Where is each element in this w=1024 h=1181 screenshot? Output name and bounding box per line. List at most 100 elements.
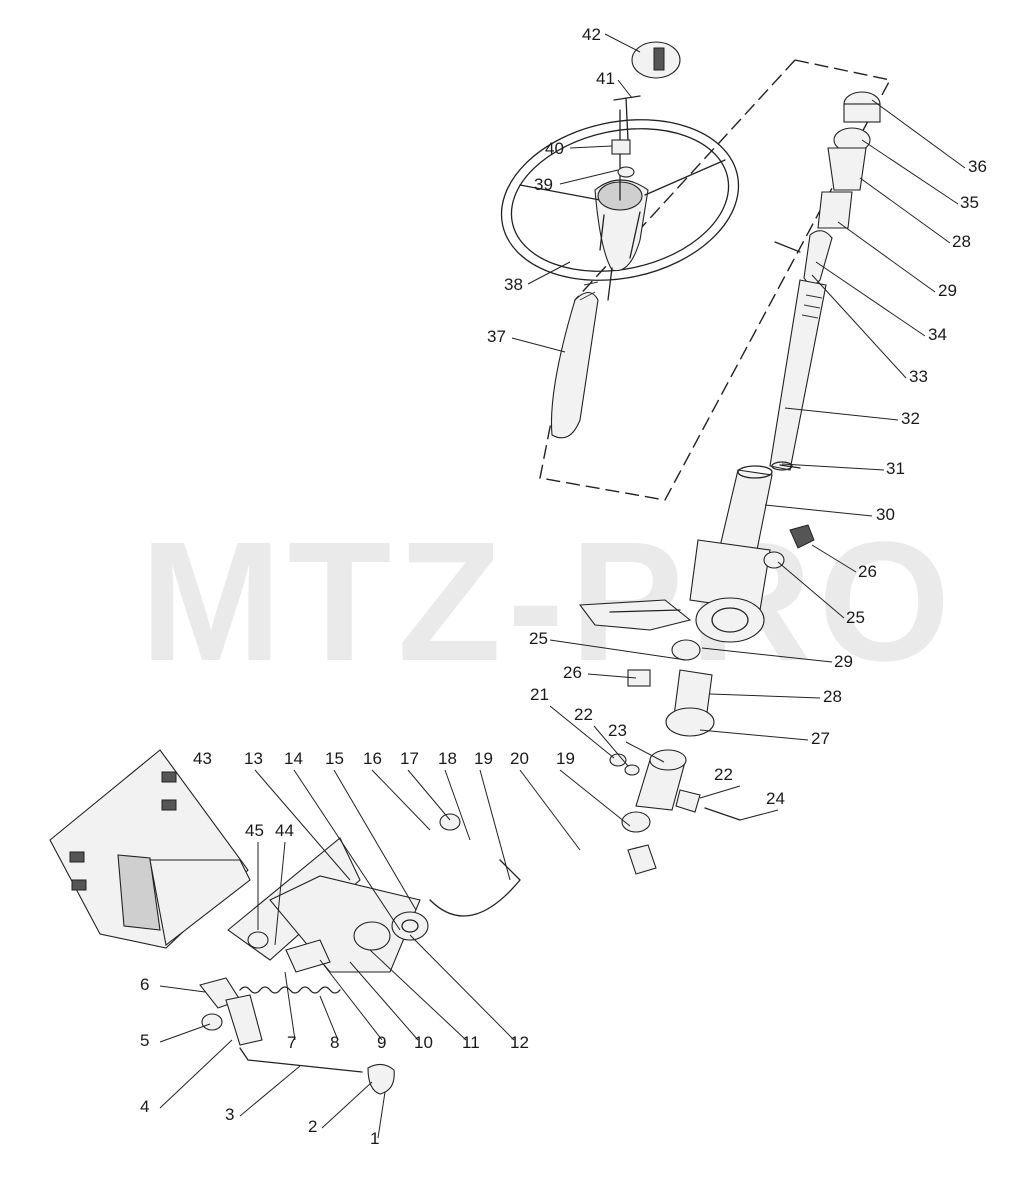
leader-line xyxy=(837,221,936,293)
horn-cap xyxy=(631,41,681,79)
part-label-41: 41 xyxy=(596,69,615,88)
part-label-11: 11 xyxy=(462,1033,480,1052)
leader-line xyxy=(479,769,511,881)
part-label-34: 34 xyxy=(928,325,947,344)
part-labels: 42 41 40 39 38 37 36 35 28 29 34 33 32 3… xyxy=(140,25,987,1148)
part-label-33: 33 xyxy=(909,367,928,386)
watermark: MTZ-PRO xyxy=(140,507,956,697)
universal-joint xyxy=(609,749,741,875)
part-label-44: 44 xyxy=(275,821,294,840)
part-label-31: 31 xyxy=(886,459,905,478)
part-label-7: 7 xyxy=(287,1033,296,1052)
lever-rod-knob xyxy=(239,1047,395,1095)
leader-line xyxy=(159,1039,233,1109)
leader-line xyxy=(293,769,401,931)
leader-line xyxy=(764,504,873,517)
part-label-27: 27 xyxy=(811,729,830,748)
leader-line xyxy=(274,841,286,946)
part-label-6: 6 xyxy=(140,975,149,994)
part-label-9: 9 xyxy=(377,1033,386,1052)
leader-line xyxy=(371,769,431,831)
leader-line xyxy=(811,274,907,379)
leader-line xyxy=(593,725,629,767)
part-label-29-upper: 29 xyxy=(938,281,957,300)
leader-line xyxy=(569,145,613,149)
part-label-4: 4 xyxy=(140,1097,149,1116)
part-label-17: 17 xyxy=(400,749,419,768)
steering-wheel xyxy=(500,109,740,301)
leader-line xyxy=(407,769,451,821)
leader-line xyxy=(699,729,809,741)
part-label-30: 30 xyxy=(876,505,895,524)
part-label-10: 10 xyxy=(414,1033,433,1052)
part-label-16: 16 xyxy=(363,749,382,768)
part-label-39: 39 xyxy=(534,175,553,194)
column-fasteners xyxy=(763,464,815,569)
leader-line xyxy=(699,785,741,799)
part-label-38: 38 xyxy=(504,275,523,294)
leader-line xyxy=(333,769,417,911)
part-label-19-left: 19 xyxy=(474,749,493,768)
leader-line xyxy=(319,995,339,1041)
part-label-18: 18 xyxy=(438,749,457,768)
leader-line xyxy=(319,959,383,1041)
part-label-37: 37 xyxy=(487,327,506,346)
leader-line xyxy=(811,544,857,573)
hub-bolt xyxy=(613,95,641,141)
lower-column-parts xyxy=(627,639,715,737)
part-label-42: 42 xyxy=(582,25,601,44)
leader-line xyxy=(861,139,959,205)
leader-line xyxy=(777,561,845,619)
part-label-40: 40 xyxy=(545,139,564,158)
leader-line xyxy=(781,463,885,471)
leader-line xyxy=(559,769,631,827)
part-label-29-lower: 29 xyxy=(834,652,853,671)
part-label-25-right: 25 xyxy=(846,608,865,627)
mount-plate xyxy=(49,749,251,949)
leader-line xyxy=(625,741,665,763)
leader-line xyxy=(549,705,615,759)
part-label-12: 12 xyxy=(510,1033,529,1052)
leader-line xyxy=(284,971,296,1041)
leader-line xyxy=(871,99,966,169)
gearbox-housing xyxy=(227,813,521,973)
part-label-3: 3 xyxy=(225,1105,234,1124)
steering-shaft xyxy=(769,279,827,471)
leader-line xyxy=(519,769,581,851)
part-label-22-left: 22 xyxy=(574,705,593,724)
part-label-23: 23 xyxy=(608,721,627,740)
part-label-43: 43 xyxy=(193,749,212,768)
part-label-14: 14 xyxy=(284,749,303,768)
part-label-36: 36 xyxy=(968,157,987,176)
part-label-5: 5 xyxy=(140,1031,149,1050)
leader-line xyxy=(321,1081,373,1129)
part-label-13: 13 xyxy=(244,749,263,768)
column-housing xyxy=(578,465,773,643)
leader-line xyxy=(444,769,471,841)
part-label-24: 24 xyxy=(766,789,785,808)
part-label-20: 20 xyxy=(510,749,529,768)
leader-line xyxy=(377,1091,386,1139)
leader-line xyxy=(559,169,619,185)
leader-line xyxy=(701,647,833,663)
leader-line xyxy=(239,1065,301,1117)
leader-line xyxy=(549,639,687,661)
leader-line xyxy=(815,261,926,337)
column-top-parts xyxy=(774,91,881,286)
leader-line xyxy=(369,949,467,1041)
leader-line xyxy=(587,673,637,679)
leader-line xyxy=(409,934,515,1041)
leader-line xyxy=(349,961,419,1041)
leader-line xyxy=(604,33,641,53)
leader-line xyxy=(254,769,351,881)
leader-line xyxy=(527,261,571,285)
part-label-35: 35 xyxy=(960,193,979,212)
part-label-21: 21 xyxy=(530,685,549,704)
spring-and-levers xyxy=(199,931,341,1046)
leader-lines xyxy=(159,33,966,1139)
part-label-15: 15 xyxy=(325,749,344,768)
part-label-26-upper: 26 xyxy=(858,562,877,581)
leader-line xyxy=(709,693,821,699)
